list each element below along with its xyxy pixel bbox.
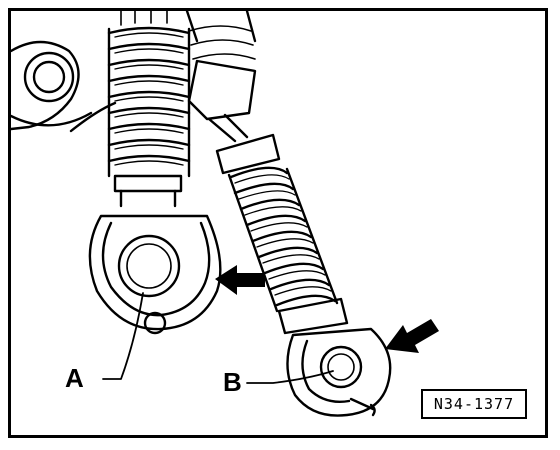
diagram-frame: A B N34-1377 [8,8,548,438]
callout-b: B [223,367,242,397]
leader-lines [102,292,334,384]
right-cable-spring [185,11,349,335]
arrow-right-eye [385,319,439,353]
figure-reference: N34-1377 [421,389,527,419]
bracket-nut [11,40,93,131]
linkage-drawing [11,11,439,417]
right-eye-end [286,327,392,417]
left-cable-spring [69,11,191,178]
arrow-left-eye [215,265,265,295]
left-eye-end [88,174,222,335]
callout-a: A [65,363,84,393]
